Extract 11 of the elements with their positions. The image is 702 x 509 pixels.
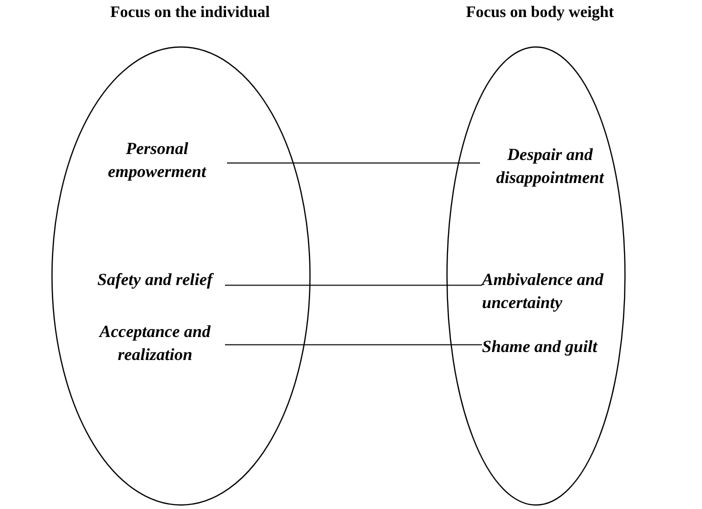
- column-heading: Focus on body weight: [464, 4, 616, 22]
- theme-label: Safety and relief: [85, 268, 225, 291]
- connector-line: [224, 284, 482, 286]
- theme-label: Ambivalence and uncertainty: [482, 268, 617, 314]
- theme-label: Acceptance and realization: [85, 320, 225, 366]
- column-heading: Focus on the individual: [109, 4, 271, 22]
- connector-line: [226, 162, 480, 164]
- theme-label: Shame and guilt: [482, 335, 617, 358]
- theme-label: Personal empowerment: [87, 137, 227, 183]
- connector-line: [224, 344, 482, 346]
- theme-label: Despair and disappointment: [480, 143, 620, 189]
